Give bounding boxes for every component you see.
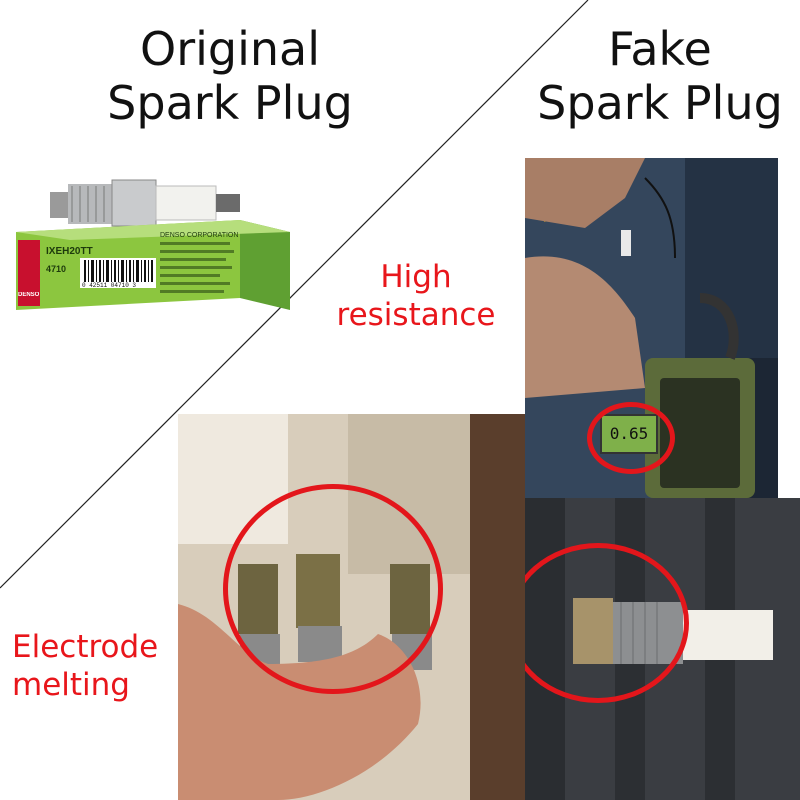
box-number-text: 4710 (46, 264, 67, 274)
photo-border-strip (470, 414, 525, 800)
melted-electrodes-photo (178, 414, 470, 800)
original-heading-line1: Original (139, 22, 320, 76)
box-corporation-text: DENSO CORPORATION (160, 232, 239, 239)
fake-spark-plug-photo (525, 498, 800, 800)
box-code-text: IXEH20TT (46, 246, 93, 257)
highlight-circle-fake-plug (525, 543, 689, 703)
original-heading: Original Spark Plug (70, 22, 390, 130)
high-resistance-line1: High (380, 259, 452, 295)
highlight-circle-electrodes (223, 484, 443, 694)
barcode-digits-text: 0 42511 04710 3 (82, 282, 137, 289)
fake-heading-line2: Spark Plug (537, 76, 783, 130)
highlight-circle-meter (587, 402, 675, 474)
original-spark-plug-image: IXEH20TT 4710 DENSO DENSO CORPORATION 0 … (10, 170, 300, 330)
electrode-melting-line2: melting (12, 667, 130, 703)
high-resistance-line2: resistance (336, 297, 496, 333)
fake-heading: Fake Spark Plug (520, 22, 800, 130)
box-brand-text: DENSO (18, 292, 40, 298)
electrode-melting-label: Electrode melting (12, 628, 172, 704)
multimeter-test-photo: 0.65 (525, 158, 778, 498)
original-heading-line2: Spark Plug (107, 76, 353, 130)
spark-plug-illustration (50, 179, 240, 227)
high-resistance-label: High resistance (326, 258, 506, 334)
electrode-melting-line1: Electrode (12, 629, 159, 665)
fake-heading-line1: Fake (608, 22, 712, 76)
